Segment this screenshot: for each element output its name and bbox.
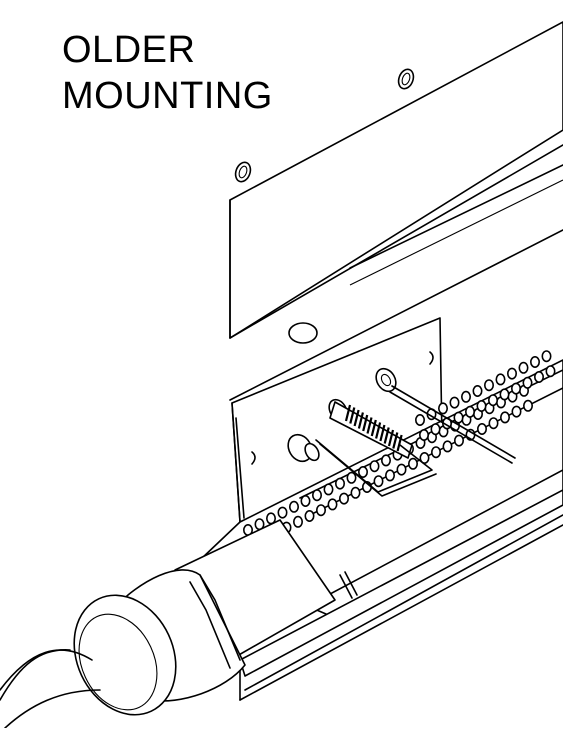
led-dot xyxy=(506,367,517,380)
led-dot xyxy=(487,394,498,407)
spring-coil xyxy=(396,434,403,452)
led-dot xyxy=(533,370,544,383)
led-dot xyxy=(437,402,448,415)
led-dot xyxy=(334,477,345,490)
led-dot xyxy=(369,460,380,473)
led-dot xyxy=(338,492,349,505)
spring-coil xyxy=(387,429,395,447)
led-dot xyxy=(518,361,529,374)
led-dot xyxy=(327,498,338,511)
led-dot xyxy=(430,446,441,459)
led-dot xyxy=(304,509,315,522)
spring-rod xyxy=(328,398,413,459)
led-dot xyxy=(460,390,471,403)
spring-coil xyxy=(349,407,356,424)
housing-top-panel xyxy=(229,21,563,339)
wire-clip xyxy=(315,439,437,497)
led-dot xyxy=(300,494,311,507)
small-clip xyxy=(287,433,320,463)
led-dot xyxy=(453,434,464,447)
led-dot xyxy=(453,411,464,424)
spring-coil xyxy=(353,409,360,427)
led-dot xyxy=(541,350,552,363)
screw-hole-left xyxy=(234,161,252,183)
led-dot xyxy=(373,475,384,488)
led-dot xyxy=(357,465,368,478)
led-dot xyxy=(442,440,453,453)
led-dot xyxy=(346,471,357,484)
led-dot xyxy=(545,365,556,378)
led-dot xyxy=(499,388,510,401)
retaining-pin xyxy=(375,367,516,464)
led-dot xyxy=(414,413,425,426)
led-dot xyxy=(522,376,533,389)
led-dot xyxy=(464,405,475,418)
spring-coil xyxy=(375,422,382,439)
led-dot xyxy=(323,483,334,496)
led-dot xyxy=(380,454,391,467)
led-dot xyxy=(476,399,487,412)
spring-coil xyxy=(370,419,377,437)
led-dot xyxy=(288,500,299,513)
led-dot xyxy=(311,489,322,502)
led-dot xyxy=(292,515,303,528)
rail-slot xyxy=(339,571,358,599)
led-dot xyxy=(511,405,522,418)
spring-coils xyxy=(344,404,403,452)
led-dot xyxy=(529,355,540,368)
led-dot xyxy=(510,382,521,395)
spring-coil xyxy=(366,417,373,434)
power-cable xyxy=(0,649,101,729)
led-dot xyxy=(449,396,460,409)
led-dot xyxy=(499,411,510,424)
title-line-older: OLDER xyxy=(62,29,196,71)
led-dot xyxy=(407,457,418,470)
access-hole xyxy=(288,322,318,344)
spring-coil xyxy=(357,412,364,429)
led-dot xyxy=(418,428,429,441)
led-dot xyxy=(350,486,361,499)
led-dot xyxy=(472,384,483,397)
panel-edges xyxy=(229,144,563,401)
spring-coil xyxy=(379,424,386,442)
spring-coil xyxy=(344,404,352,422)
led-dot xyxy=(483,379,494,392)
title-line-mounting: MOUNTING xyxy=(62,75,273,117)
spring-coil xyxy=(362,414,369,432)
led-dot xyxy=(522,399,533,412)
led-dot xyxy=(476,422,487,435)
spring-coil xyxy=(383,427,390,444)
spring-coil xyxy=(392,432,399,449)
led-dot xyxy=(495,373,506,386)
led-dot xyxy=(488,417,499,430)
led-dot xyxy=(277,506,288,519)
led-dot xyxy=(315,504,326,517)
led-dot xyxy=(430,423,441,436)
lamp-end-cap xyxy=(73,519,336,716)
led-dot xyxy=(396,463,407,476)
led-dot xyxy=(384,469,395,482)
screw-hole-right xyxy=(397,68,415,90)
